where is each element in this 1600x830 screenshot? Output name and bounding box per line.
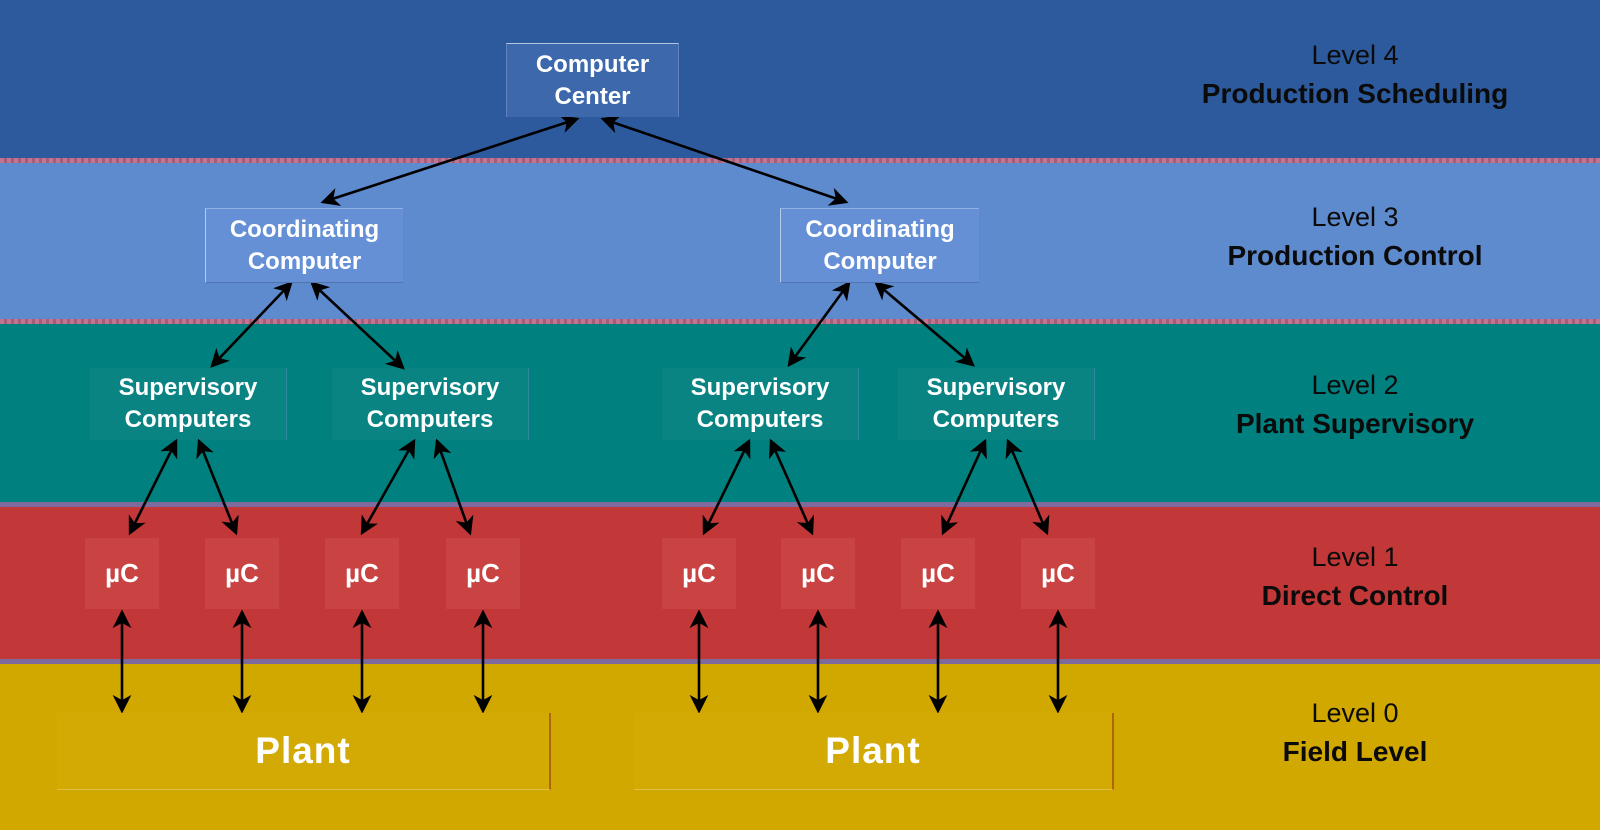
microcontroller-node-5: µC	[662, 538, 736, 609]
plant-right-node: Plant	[634, 713, 1114, 790]
level-2-name: Plant Supervisory	[1235, 408, 1475, 440]
supervisory-computers-node-3: Supervisory Computers	[662, 368, 859, 440]
supervisory-computers-node-4: Supervisory Computers	[898, 368, 1095, 440]
microcontroller-node-7: µC	[901, 538, 975, 609]
level-0-name: Field Level	[1282, 736, 1428, 768]
level-3-number: Level 3	[1311, 202, 1399, 232]
level-0-number: Level 0	[1311, 698, 1399, 728]
divider-l3-l2	[0, 319, 1600, 324]
divider-l2-l1	[0, 502, 1600, 507]
level-0-label: Level 0 Field Level	[1145, 694, 1565, 772]
microcontroller-node-8: µC	[1021, 538, 1095, 609]
microcontroller-node-1: µC	[85, 538, 159, 609]
coordinating-computer-left-node: Coordinating Computer	[205, 208, 403, 283]
level-2-label: Level 2 Plant Supervisory	[1145, 366, 1565, 444]
plant-left-node: Plant	[57, 713, 551, 790]
coordinating-computer-right-node: Coordinating Computer	[780, 208, 979, 283]
level-1-label: Level 1 Direct Control	[1145, 538, 1565, 616]
divider-l4-l3	[0, 158, 1600, 163]
microcontroller-node-3: µC	[325, 538, 399, 609]
level-4-label: Level 4 Production Scheduling	[1145, 36, 1565, 114]
supervisory-computers-node-1: Supervisory Computers	[90, 368, 287, 440]
level-3-name: Production Control	[1227, 240, 1483, 272]
supervisory-computers-node-2: Supervisory Computers	[332, 368, 529, 440]
microcontroller-node-6: µC	[781, 538, 855, 609]
level-3-label: Level 3 Production Control	[1145, 198, 1565, 276]
level-1-name: Direct Control	[1261, 580, 1449, 612]
computer-center-node: Computer Center	[506, 43, 679, 117]
divider-l1-l0	[0, 659, 1600, 664]
level-1-number: Level 1	[1311, 542, 1399, 572]
microcontroller-node-2: µC	[205, 538, 279, 609]
level-2-number: Level 2	[1311, 370, 1399, 400]
level-4-name: Production Scheduling	[1201, 78, 1509, 110]
microcontroller-node-4: µC	[446, 538, 520, 609]
level-4-number: Level 4	[1311, 40, 1399, 70]
